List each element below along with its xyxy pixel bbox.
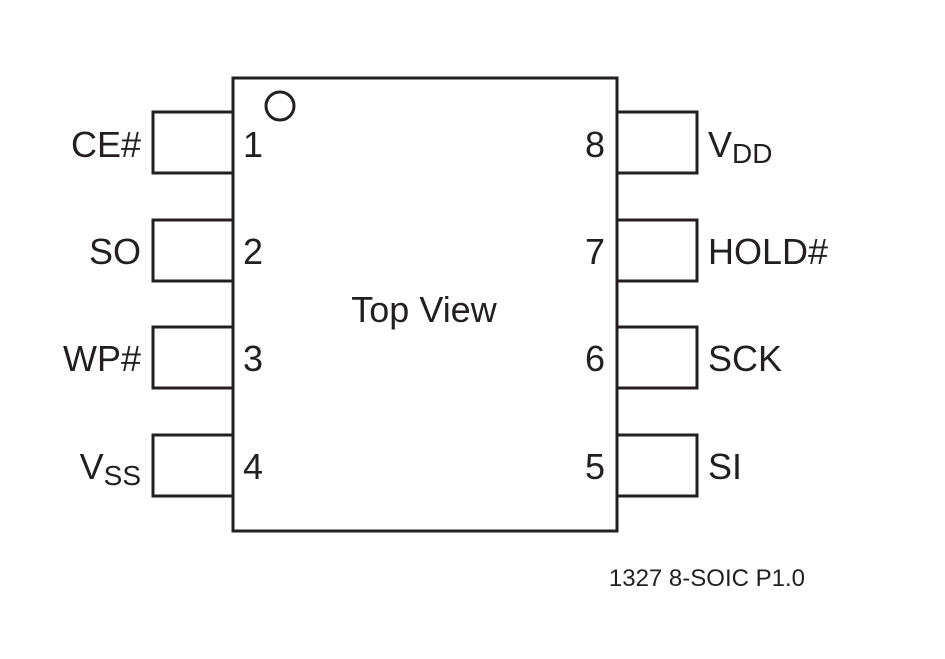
pin-5-name: SI: [708, 446, 742, 487]
pin-8-number: 8: [585, 124, 605, 165]
pin-4-number: 4: [243, 446, 263, 487]
pin-3-name: WP#: [63, 338, 141, 379]
pin-8-name-main: V: [708, 124, 732, 165]
pin-2-number: 2: [243, 231, 263, 272]
pin-6-number: 6: [585, 338, 605, 379]
top-view-label: Top View: [351, 289, 497, 330]
pin-1-number: 1: [243, 124, 263, 165]
pin-8-name-sub: DD: [732, 138, 772, 169]
pin-4-name-sub: SS: [104, 460, 141, 491]
pin-3-lead: [151, 325, 235, 390]
pin-1-lead: [151, 110, 235, 175]
pin-7-number: 7: [585, 231, 605, 272]
pin1-marker-dot: [264, 90, 296, 122]
pin-3-number: 3: [243, 338, 263, 379]
pin-5-number: 5: [585, 446, 605, 487]
package-caption: 1327 8-SOIC P1.0: [609, 565, 805, 592]
pin-1-name: CE#: [71, 124, 141, 165]
pin-6-lead: [615, 325, 699, 390]
chip-body: [231, 76, 619, 533]
pin-4-lead: [151, 433, 235, 498]
pin-8-name: VDD: [708, 124, 772, 169]
pin-5-lead: [615, 433, 699, 498]
pin-7-name: HOLD#: [708, 231, 828, 272]
pin-4-name-main: V: [80, 446, 104, 487]
pin-4-name: VSS: [80, 446, 141, 491]
pin-6-name: SCK: [708, 338, 782, 379]
pin-8-lead: [615, 110, 699, 175]
pin-2-lead: [151, 218, 235, 283]
pin-2-name: SO: [89, 231, 141, 272]
pin-7-lead: [615, 218, 699, 283]
